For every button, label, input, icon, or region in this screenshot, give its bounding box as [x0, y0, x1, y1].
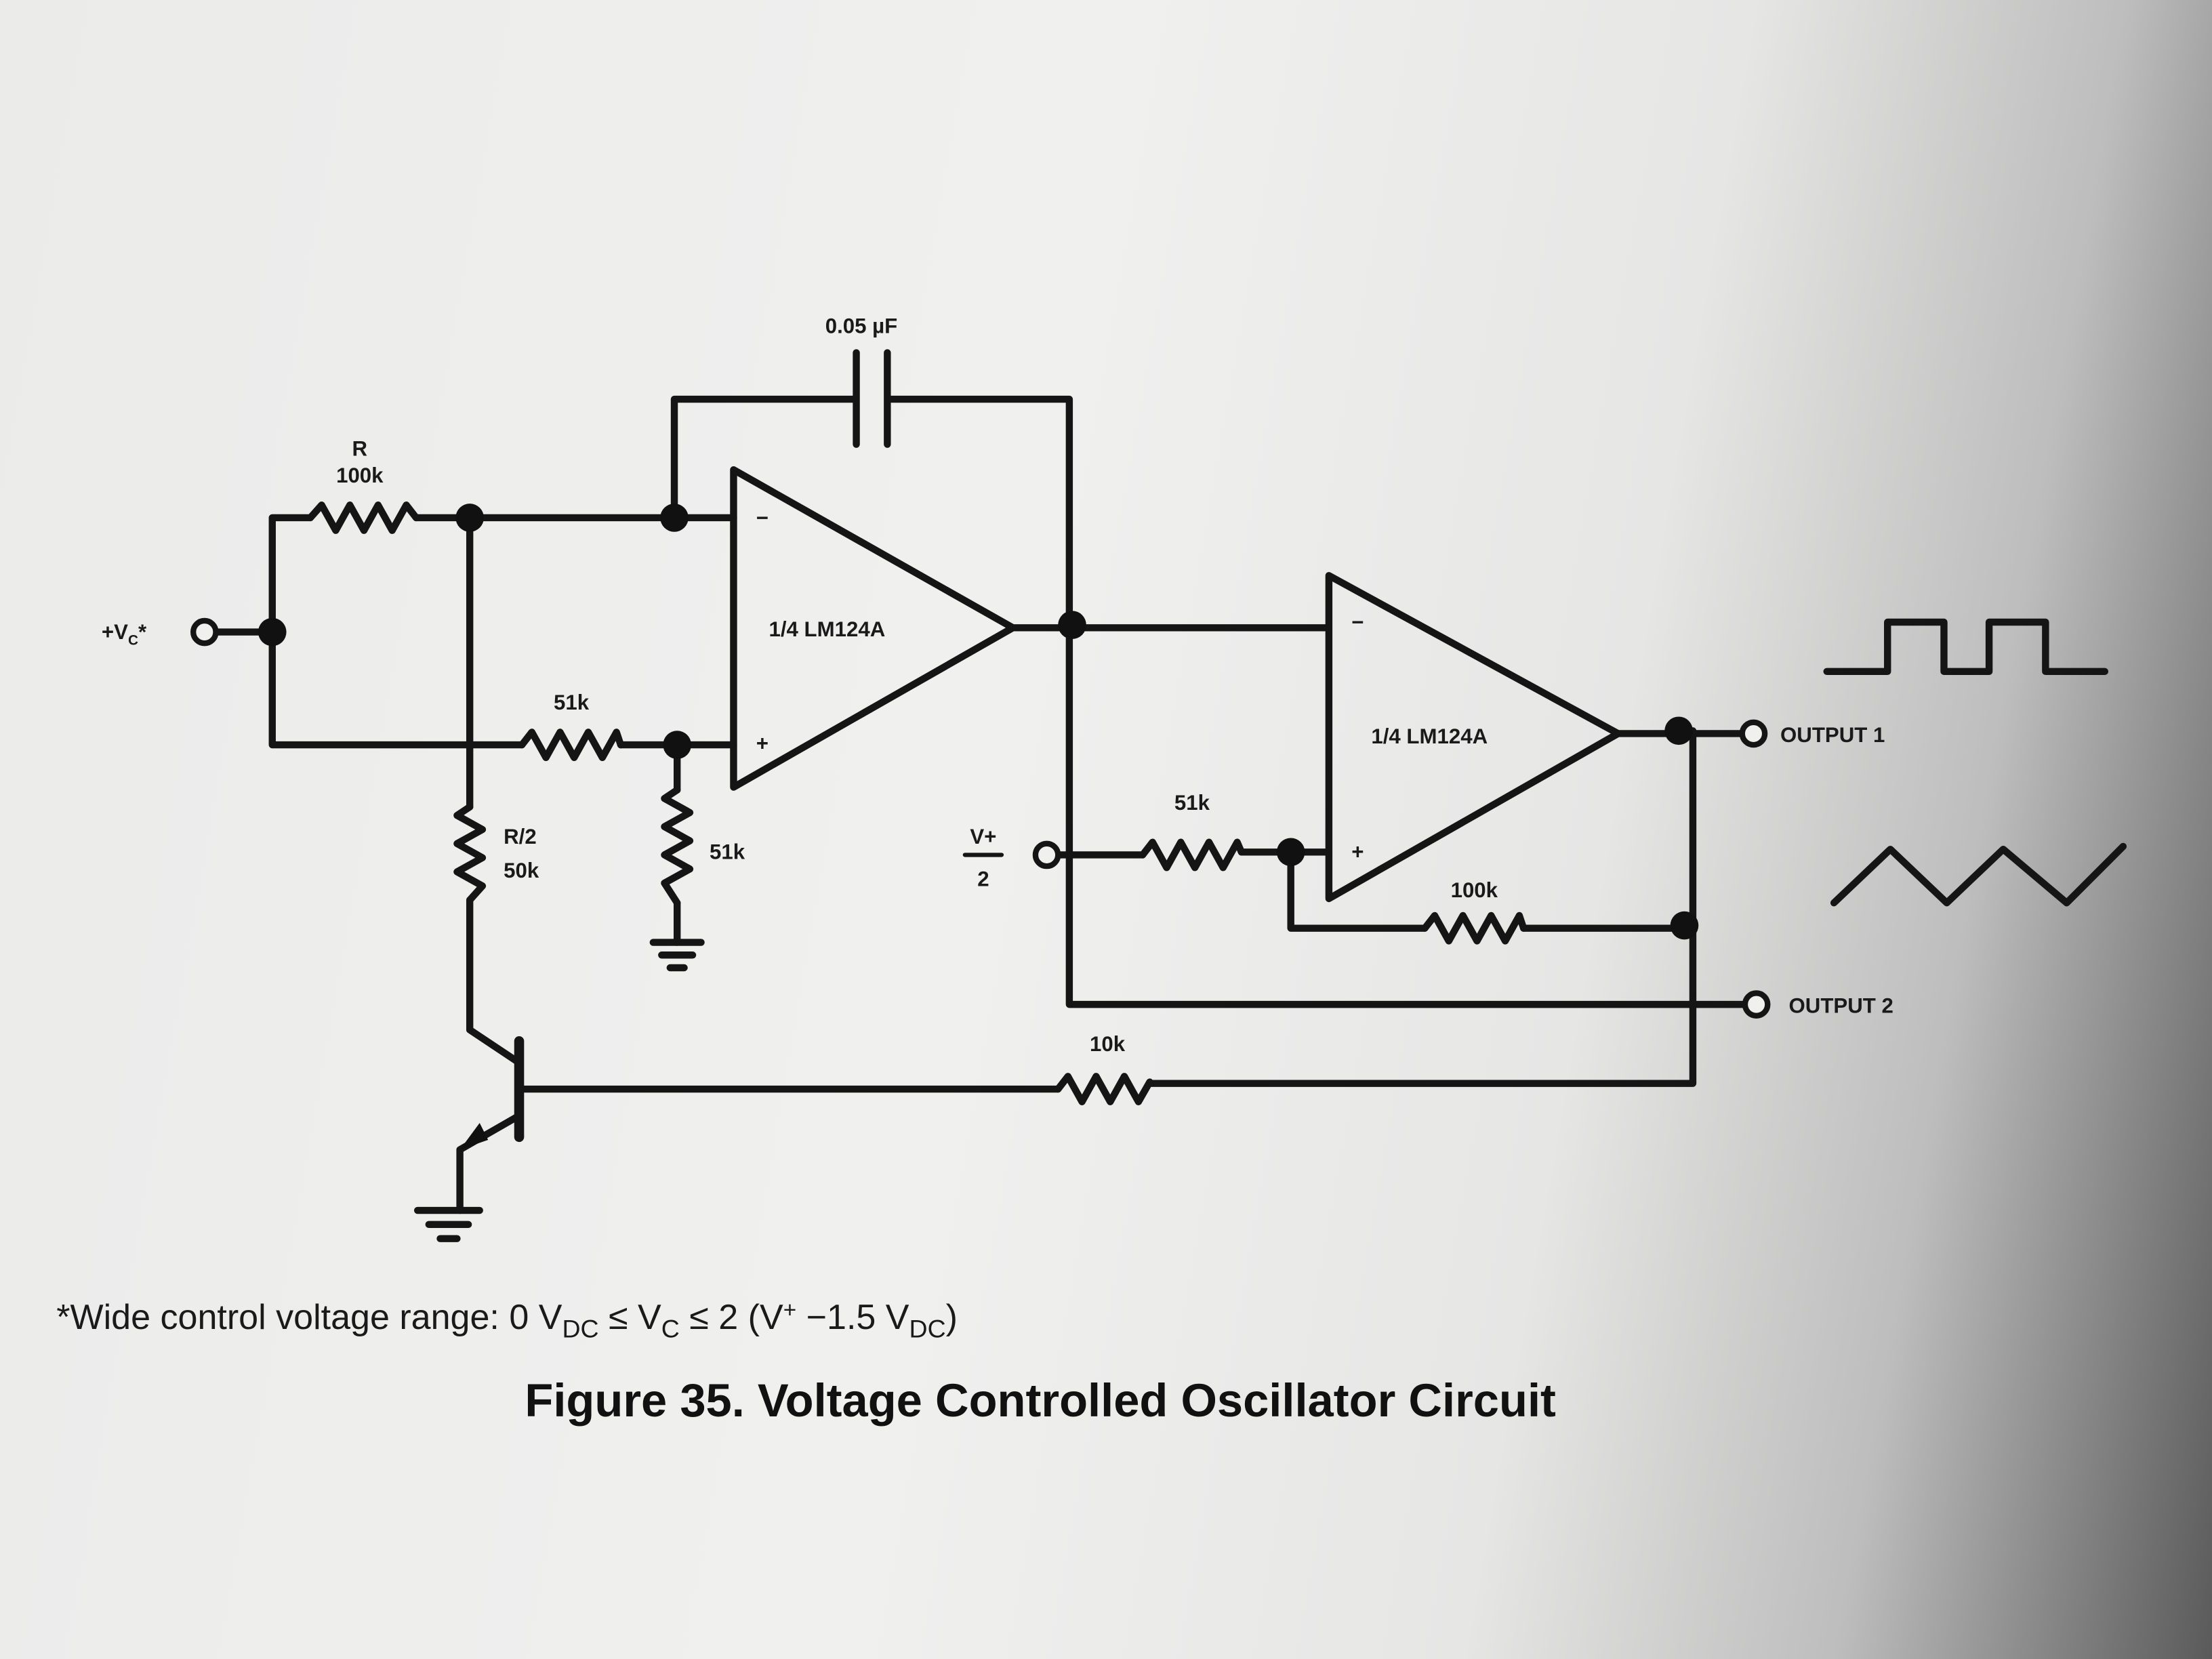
resistor-51k-ground-label: 51k: [710, 840, 745, 864]
opamp1-minus: −: [756, 506, 769, 529]
vplus-half-terminal: [1032, 840, 1061, 869]
resistor-51k-bias: [1139, 838, 1246, 872]
resistor-r-half-value: 50k: [504, 859, 539, 882]
opamp2-plus: +: [1351, 840, 1364, 864]
opamp-1: [730, 466, 1017, 791]
opamp1-plus: +: [756, 731, 769, 755]
opamp1-label: 1/4 LM124A: [769, 617, 885, 641]
resistor-100k-feedback-label: 100k: [1451, 878, 1498, 902]
opamp2-label: 1/4 LM124A: [1371, 724, 1488, 748]
footnote: *Wide control voltage range: 0 VDC ≤ VC …: [56, 1298, 958, 1343]
resistor-51k-ground: [661, 786, 694, 907]
vc-label: +VC*: [102, 620, 147, 648]
resistor-r-value: 100k: [336, 464, 384, 487]
resistor-r-100k: [306, 501, 420, 534]
output1-terminal: [1739, 719, 1768, 748]
resistor-10k-label: 10k: [1090, 1032, 1126, 1056]
opamp2-minus: −: [1351, 610, 1364, 634]
resistor-r-name: R: [352, 436, 368, 460]
npn-transistor: [459, 1036, 525, 1150]
square-wave-icon: [1823, 618, 2108, 676]
output2-label: OUTPUT 2: [1789, 994, 1893, 1018]
vplus-numerator: V+: [970, 825, 996, 848]
junction-dots: [258, 504, 1699, 940]
resistor-51k-plus-label: 51k: [554, 691, 590, 714]
figure-caption: Figure 35. Voltage Controlled Oscillator…: [525, 1374, 1556, 1427]
output1-label: OUTPUT 1: [1780, 723, 1885, 747]
resistor-51k-bias-label: 51k: [1174, 791, 1210, 815]
wires: [211, 395, 1750, 1214]
vplus-denominator: 2: [977, 867, 989, 890]
ground-icon: [649, 939, 705, 972]
capacitor-label: 0.05 µF: [825, 314, 897, 337]
vc-terminal: [190, 617, 219, 647]
resistor-100k-feedback: [1421, 912, 1528, 945]
resistor-r-half-50k: [453, 803, 487, 904]
triangle-wave-icon: [1830, 842, 2127, 907]
resistor-10k-base: [1054, 1073, 1153, 1105]
resistor-51k-plus: [518, 729, 625, 762]
output2-terminal: [1742, 990, 1771, 1019]
capacitor: [853, 349, 891, 448]
opamp-2: [1325, 572, 1622, 903]
resistor-r-half-name: R/2: [504, 825, 537, 848]
ground-icon: [413, 1206, 483, 1242]
